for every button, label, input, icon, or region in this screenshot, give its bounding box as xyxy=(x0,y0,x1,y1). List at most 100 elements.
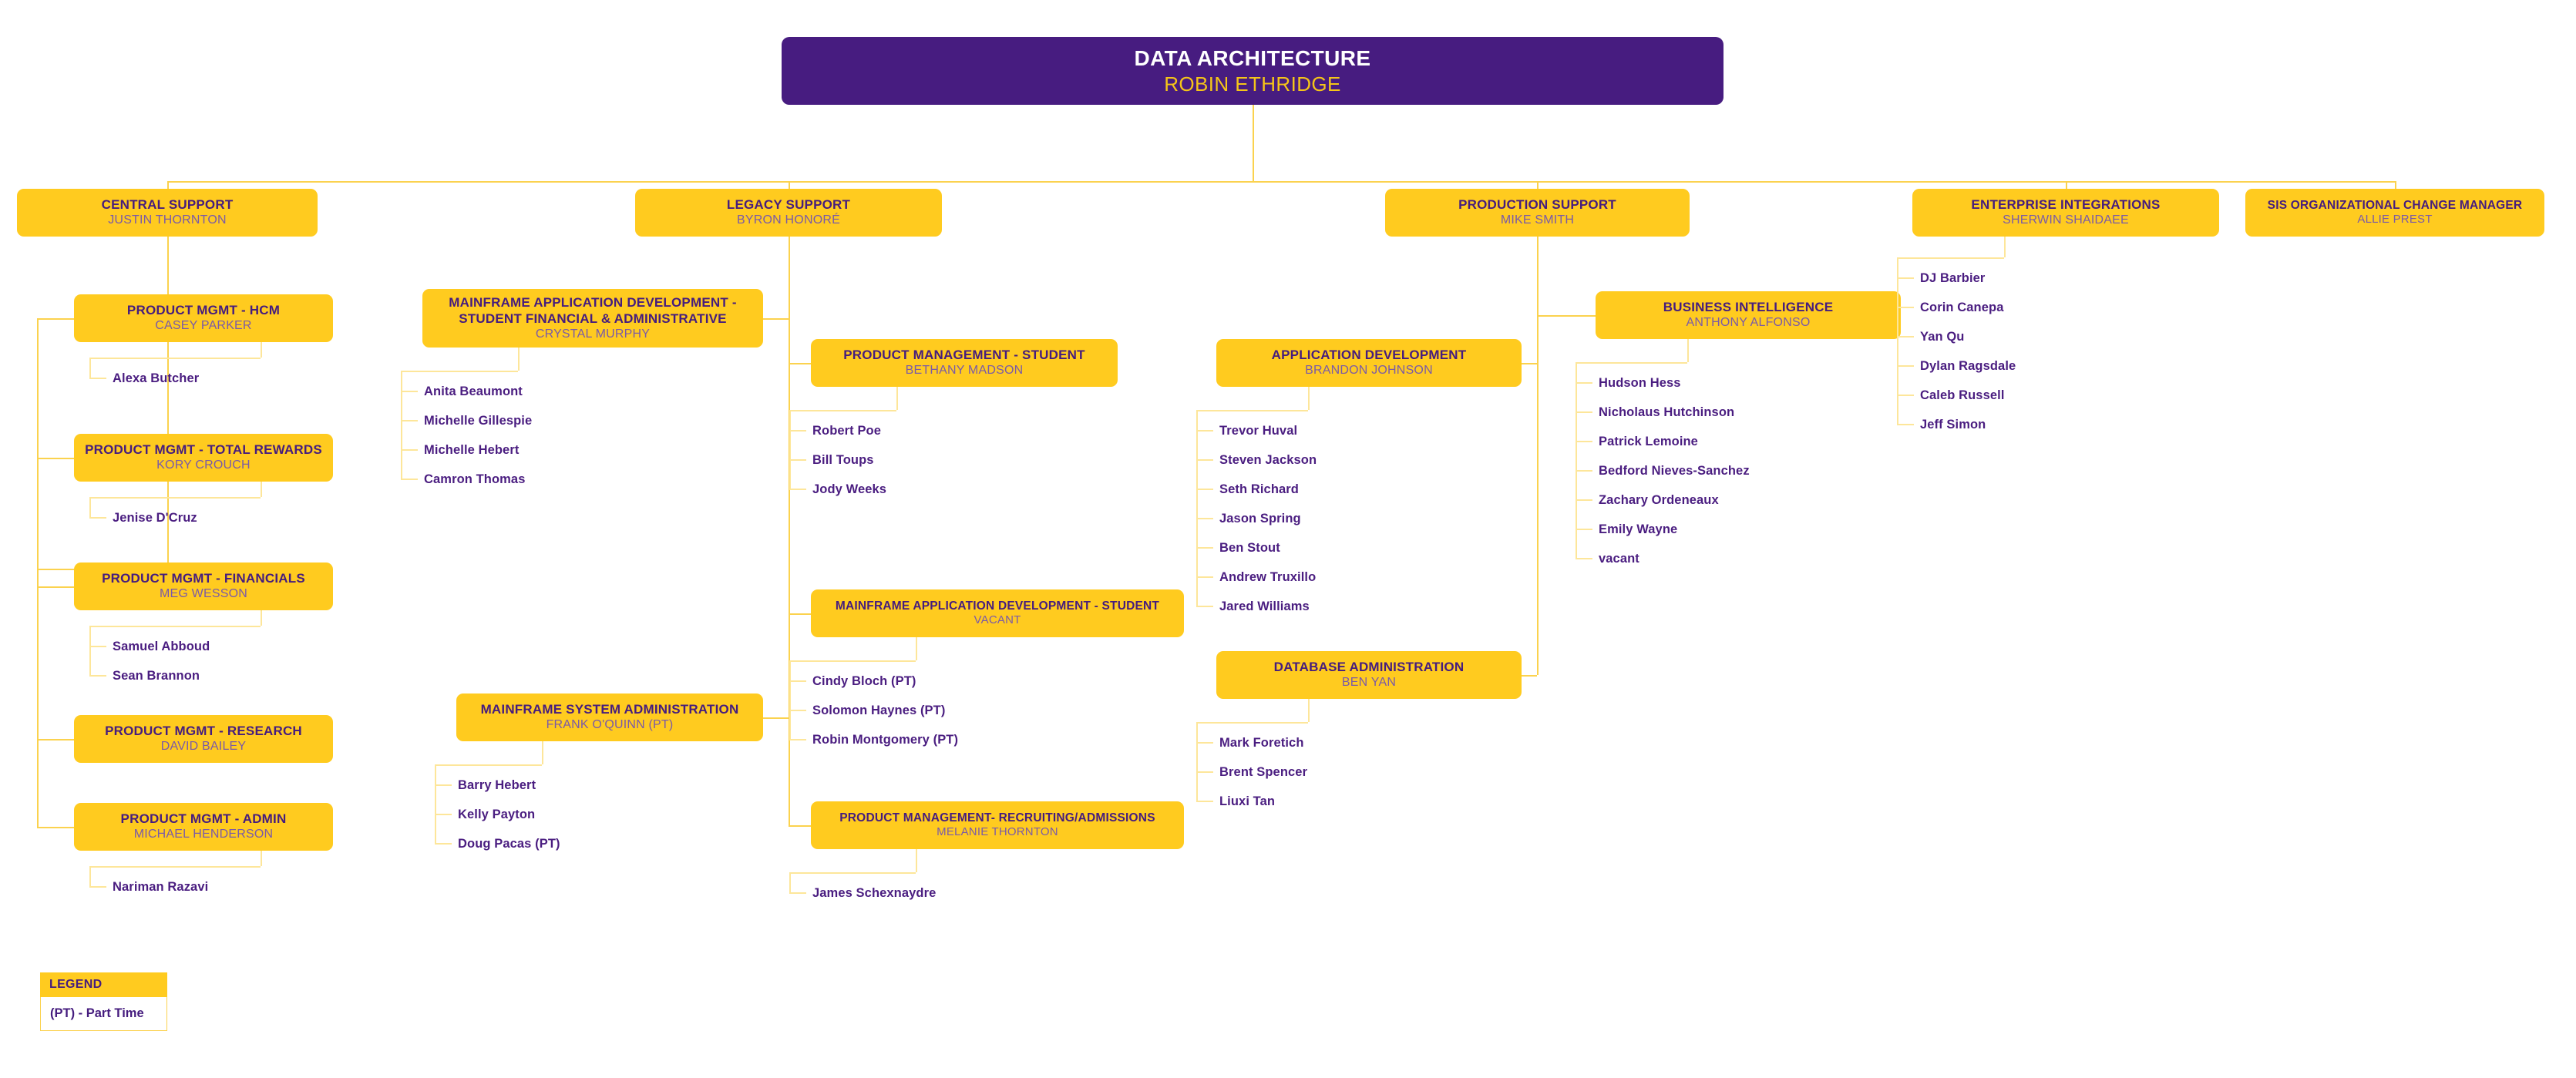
member-rail-1 xyxy=(1196,722,1308,724)
member-jody-weeks[interactable]: Jody Weeks xyxy=(812,482,887,496)
team-connector-4 xyxy=(789,825,811,827)
member-steven-jackson[interactable]: Steven Jackson xyxy=(1219,453,1317,467)
member-tick-0-0 xyxy=(1196,430,1213,432)
team-connector-0 xyxy=(1522,363,1537,364)
member-spine-1 xyxy=(1196,722,1198,801)
member-michelle-gillespie[interactable]: Michelle Gillespie xyxy=(424,414,533,428)
team-mainframe-application-development-student-financ-box[interactable]: MAINFRAME APPLICATION DEVELOPMENT - STUD… xyxy=(422,289,763,348)
member-bill-toups[interactable]: Bill Toups xyxy=(812,453,874,467)
member-seth-richard[interactable]: Seth Richard xyxy=(1219,482,1299,496)
member-jared-williams[interactable]: Jared Williams xyxy=(1219,599,1310,613)
team-product-management-recruiting-admissions-subtitle: MELANIE THORNTON xyxy=(937,825,1058,839)
division-sis-organizational-change-manager-subtitle: ALLIE PREST xyxy=(2357,213,2433,227)
member-trevor-huval[interactable]: Trevor Huval xyxy=(1219,424,1298,438)
member-doug-pacas-pt[interactable]: Doug Pacas (PT) xyxy=(458,837,560,851)
member-corin-canepa[interactable]: Corin Canepa xyxy=(1920,301,2004,314)
ei-member-tick-3 xyxy=(1897,365,1914,367)
member-jeff-simon[interactable]: Jeff Simon xyxy=(1920,418,1986,432)
member-rail-1 xyxy=(89,497,261,499)
member-tick-0-0 xyxy=(401,391,418,392)
team-connector-4 xyxy=(37,827,74,828)
member-ben-stout[interactable]: Ben Stout xyxy=(1219,541,1280,555)
member-tick-2-1 xyxy=(789,459,806,461)
member-zachary-ordeneaux[interactable]: Zachary Ordeneaux xyxy=(1599,493,1719,507)
member-tick-2-1 xyxy=(89,675,106,677)
member-barry-hebert[interactable]: Barry Hebert xyxy=(458,778,536,792)
member-nariman-razavi[interactable]: Nariman Razavi xyxy=(113,880,209,894)
member-tick-2-5 xyxy=(1576,529,1592,530)
member-mark-foretich[interactable]: Mark Foretich xyxy=(1219,736,1304,750)
member-stem-4 xyxy=(915,849,917,872)
root-stem xyxy=(1253,105,1254,181)
member-jenise-d-cruz[interactable]: Jenise D'Cruz xyxy=(113,511,197,525)
member-bedford-nieves-sanchez[interactable]: Bedford Nieves-Sanchez xyxy=(1599,464,1750,478)
member-tick-2-0 xyxy=(1576,382,1592,384)
member-robert-poe[interactable]: Robert Poe xyxy=(812,424,882,438)
member-nicholaus-hutchinson[interactable]: Nicholaus Hutchinson xyxy=(1599,405,1735,419)
member-robin-montgomery-pt[interactable]: Robin Montgomery (PT) xyxy=(812,733,959,747)
production-support-spine xyxy=(1537,237,1539,675)
division-enterprise-integrations-title: ENTERPRISE INTEGRATIONS xyxy=(1971,197,2161,213)
member-rail-1 xyxy=(435,764,543,766)
ei-member-stem xyxy=(2004,237,2006,257)
member-spine-0 xyxy=(89,358,91,378)
member-jason-spring[interactable]: Jason Spring xyxy=(1219,512,1301,526)
member-dylan-ragsdale[interactable]: Dylan Ragsdale xyxy=(1920,359,2016,373)
member-tick-2-2 xyxy=(789,489,806,490)
team-product-management-recruiting-admissions-box[interactable]: PRODUCT MANAGEMENT- RECRUITING/ADMISSION… xyxy=(811,801,1184,849)
member-michelle-hebert[interactable]: Michelle Hebert xyxy=(424,443,520,457)
member-rail-0 xyxy=(89,358,261,359)
central-support-spine-upper xyxy=(37,318,39,569)
legend-entry-0: (PT) - Part Time xyxy=(50,1006,144,1020)
member-dj-barbier[interactable]: DJ Barbier xyxy=(1920,271,1986,285)
member-stem-2 xyxy=(1687,339,1689,362)
team-database-administration-subtitle: BEN YAN xyxy=(1341,676,1397,690)
member-vacant[interactable]: vacant xyxy=(1599,552,1639,566)
member-patrick-lemoine[interactable]: Patrick Lemoine xyxy=(1599,435,1698,448)
member-tick-2-4 xyxy=(1576,499,1592,501)
member-spine-1 xyxy=(89,497,91,517)
member-solomon-haynes-pt[interactable]: Solomon Haynes (PT) xyxy=(812,704,946,717)
member-alexa-butcher[interactable]: Alexa Butcher xyxy=(113,371,200,385)
member-samuel-abboud[interactable]: Samuel Abboud xyxy=(113,640,210,653)
member-hudson-hess[interactable]: Hudson Hess xyxy=(1599,376,1681,390)
member-sean-brannon[interactable]: Sean Brannon xyxy=(113,669,200,683)
member-cindy-bloch-pt[interactable]: Cindy Bloch (PT) xyxy=(812,674,916,688)
division-central-support-subtitle: JUSTIN THORNTON xyxy=(108,213,227,227)
member-tick-0-6 xyxy=(1196,606,1213,607)
member-andrew-truxillo[interactable]: Andrew Truxillo xyxy=(1219,570,1317,584)
member-anita-beaumont[interactable]: Anita Beaumont xyxy=(424,385,523,398)
team-mainframe-application-development-student-box[interactable]: MAINFRAME APPLICATION DEVELOPMENT - STUD… xyxy=(811,589,1184,637)
member-camron-thomas[interactable]: Camron Thomas xyxy=(424,472,526,486)
team-mainframe-application-development-student-title: MAINFRAME APPLICATION DEVELOPMENT - STUD… xyxy=(835,599,1160,613)
legend: LEGEND (PT) - Part Time xyxy=(40,972,167,1031)
ei-member-spine xyxy=(1897,257,1898,424)
member-yan-qu[interactable]: Yan Qu xyxy=(1920,330,1965,344)
team-product-management-student-subtitle: BETHANY MADSON xyxy=(905,364,1024,378)
member-kelly-payton[interactable]: Kelly Payton xyxy=(458,808,536,821)
member-james-schexnaydre[interactable]: James Schexnaydre xyxy=(812,886,937,900)
member-caleb-russell[interactable]: Caleb Russell xyxy=(1920,388,2005,402)
member-liuxi-tan[interactable]: Liuxi Tan xyxy=(1219,794,1276,808)
member-stem-1 xyxy=(1307,699,1310,722)
legend-header: LEGEND xyxy=(40,972,167,997)
member-emily-wayne[interactable]: Emily Wayne xyxy=(1599,522,1678,536)
member-stem-0 xyxy=(517,348,520,371)
member-brent-spencer[interactable]: Brent Spencer xyxy=(1219,765,1308,779)
